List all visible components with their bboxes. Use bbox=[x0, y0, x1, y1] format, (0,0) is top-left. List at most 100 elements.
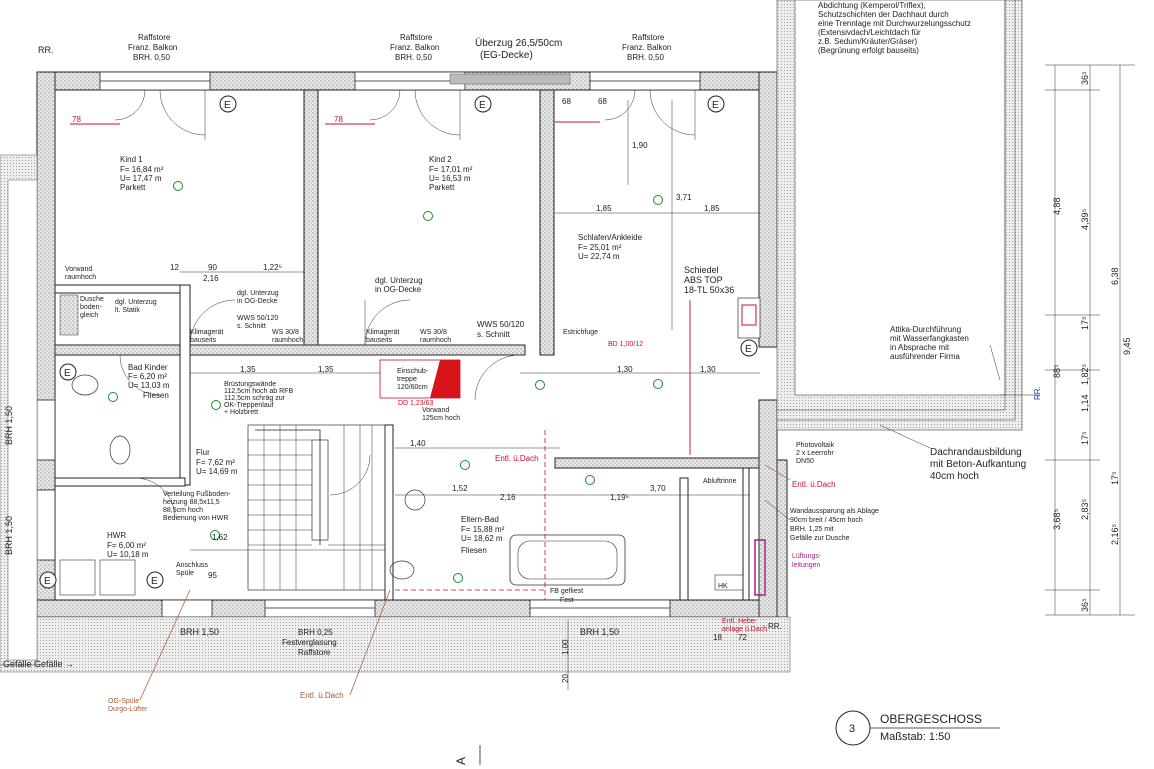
svg-text:E: E bbox=[745, 344, 752, 355]
svg-text:Spüle: Spüle bbox=[176, 570, 194, 577]
svg-text:E: E bbox=[44, 576, 51, 587]
roof-area bbox=[776, 0, 1040, 431]
svg-text:72: 72 bbox=[738, 633, 747, 642]
svg-text:anlage ü.Dach: anlage ü.Dach bbox=[722, 626, 767, 633]
svg-text:Dachrandausbildung: Dachrandausbildung bbox=[930, 447, 1022, 458]
svg-text:F= 17,01 m²: F= 17,01 m² bbox=[429, 165, 473, 174]
svg-text:WWS 50/120: WWS 50/120 bbox=[477, 320, 525, 329]
svg-text:OG-Spüle: OG-Spüle bbox=[108, 698, 139, 705]
svg-text:125cm hoch: 125cm hoch bbox=[422, 415, 460, 422]
svg-text:3,71: 3,71 bbox=[676, 193, 692, 202]
room-kind2: Kind 2 F= 17,01 m² U= 16,53 m Parkett bbox=[429, 155, 473, 192]
brh-label-1: BRH. 0,50 bbox=[133, 53, 170, 62]
svg-text:E: E bbox=[64, 368, 71, 379]
svg-text:WS 30/8: WS 30/8 bbox=[272, 329, 299, 336]
svg-text:2,16: 2,16 bbox=[203, 274, 219, 283]
svg-text:boden-: boden- bbox=[80, 304, 102, 311]
svg-text:HK: HK bbox=[718, 583, 728, 590]
svg-text:1,62: 1,62 bbox=[212, 533, 228, 542]
svg-text:bauseits: bauseits bbox=[190, 337, 217, 344]
svg-text:88,5cm hoch: 88,5cm hoch bbox=[163, 507, 203, 514]
svg-text:18: 18 bbox=[713, 633, 722, 642]
svg-text:Schutzschichten der Dachhaut d: Schutzschichten der Dachhaut durch bbox=[818, 10, 949, 19]
svg-text:20: 20 bbox=[561, 674, 570, 683]
svg-text:Vorwand: Vorwand bbox=[65, 266, 92, 273]
svg-text:Abluftrinne: Abluftrinne bbox=[703, 478, 737, 485]
annotation-labels: Vorwand raumhoch Dusche boden- gleich dg… bbox=[3, 45, 1042, 765]
svg-text:U= 17,47 m: U= 17,47 m bbox=[120, 174, 162, 183]
svg-text:BD 1,00/12: BD 1,00/12 bbox=[608, 341, 643, 348]
svg-text:Anschluss: Anschluss bbox=[176, 562, 208, 569]
svg-text:90cm breit / 45cm hoch: 90cm breit / 45cm hoch bbox=[790, 517, 863, 524]
svg-text:Bad Kinder: Bad Kinder bbox=[128, 363, 168, 372]
svg-text:in OG-Decke: in OG-Decke bbox=[375, 285, 422, 294]
windows-bottom bbox=[36, 399, 671, 618]
svg-text:88⁵: 88⁵ bbox=[1052, 364, 1062, 378]
svg-text:in Absprache mit: in Absprache mit bbox=[890, 343, 950, 352]
balkon-label-2: Franz. Balkon bbox=[390, 43, 439, 52]
svg-text:17⁵: 17⁵ bbox=[1080, 316, 1090, 330]
svg-text:RR.: RR. bbox=[768, 622, 782, 631]
svg-text:HWR: HWR bbox=[107, 531, 126, 540]
dimension-lines bbox=[70, 64, 1135, 765]
svg-text:1,30: 1,30 bbox=[700, 365, 716, 374]
svg-text:eine Trennlage mit Durchwurzel: eine Trennlage mit Durchwurzelungsschutz bbox=[818, 19, 971, 28]
svg-text:F= 16,84 m²: F= 16,84 m² bbox=[120, 165, 164, 174]
svg-text:Raffstore: Raffstore bbox=[298, 648, 331, 657]
svg-text:Klimagerät: Klimagerät bbox=[190, 329, 224, 336]
svg-text:leitungen: leitungen bbox=[792, 562, 821, 569]
svg-text:3,68⁵: 3,68⁵ bbox=[1052, 508, 1062, 530]
brh-left-2: BRH 1,50 bbox=[4, 516, 14, 555]
svg-text:90: 90 bbox=[208, 263, 217, 272]
svg-text:Attika-Durchführung: Attika-Durchführung bbox=[890, 325, 961, 334]
svg-text:F= 6,20 m²: F= 6,20 m² bbox=[128, 372, 167, 381]
svg-text:RR.: RR. bbox=[38, 45, 54, 55]
svg-text:U= 18,62 m: U= 18,62 m bbox=[461, 534, 503, 543]
svg-text:1,22⁵: 1,22⁵ bbox=[263, 263, 282, 272]
svg-text:raumhoch: raumhoch bbox=[272, 337, 303, 344]
svg-text:ABS TOP: ABS TOP bbox=[684, 275, 723, 285]
svg-text:Photovoltaik: Photovoltaik bbox=[796, 442, 835, 449]
e-marker-letters: E E E E E E E bbox=[44, 100, 752, 587]
svg-text:78: 78 bbox=[72, 115, 81, 124]
svg-text:ausführender Firma: ausführender Firma bbox=[890, 352, 960, 361]
svg-text:F= 25,01 m²: F= 25,01 m² bbox=[578, 243, 622, 252]
svg-text:17⁵: 17⁵ bbox=[1080, 431, 1090, 445]
svg-text:Entl. Hebe-: Entl. Hebe- bbox=[722, 618, 758, 625]
title-block bbox=[835, 710, 1000, 746]
drawing-title: OBERGESCHOSS bbox=[880, 712, 982, 726]
svg-text:E: E bbox=[224, 100, 231, 111]
svg-text:Estrichfuge: Estrichfuge bbox=[563, 329, 598, 336]
room-schlafen: Schlafen/Ankleide F= 25,01 m² U= 22,74 m bbox=[578, 233, 643, 261]
balkon-label-1: Franz. Balkon bbox=[128, 43, 177, 52]
svg-text:FB gefliest: FB gefliest bbox=[550, 588, 583, 595]
brh-bottom-right: BRH 1,50 bbox=[580, 627, 619, 637]
svg-text:heizung 88,5x11,5: heizung 88,5x11,5 bbox=[163, 499, 220, 506]
svg-text:1,30: 1,30 bbox=[617, 365, 633, 374]
raffstore-label-3: Raffstore bbox=[632, 33, 665, 42]
svg-text:Fest: Fest bbox=[560, 597, 574, 604]
svg-text:U= 16,53 m: U= 16,53 m bbox=[429, 174, 471, 183]
svg-text:s. Schnitt: s. Schnitt bbox=[237, 323, 266, 330]
svg-text:U= 14,69 m: U= 14,69 m bbox=[196, 467, 238, 476]
svg-text:lt. Statik: lt. Statik bbox=[115, 307, 140, 314]
svg-text:DD 1,23/63: DD 1,23/63 bbox=[398, 400, 434, 407]
svg-text:treppe: treppe bbox=[397, 376, 417, 383]
drawing-scale: Maßstab: 1:50 bbox=[880, 731, 950, 743]
svg-text:Wandaussparung als Ablage: Wandaussparung als Ablage bbox=[790, 508, 879, 515]
svg-text:1,85: 1,85 bbox=[596, 204, 612, 213]
svg-text:Schiedel: Schiedel bbox=[684, 265, 719, 275]
svg-text:dgl. Unterzug: dgl. Unterzug bbox=[237, 290, 279, 297]
svg-text:WWS 50/120: WWS 50/120 bbox=[237, 315, 278, 322]
svg-text:Parkett: Parkett bbox=[120, 183, 146, 192]
svg-text:78: 78 bbox=[334, 115, 343, 124]
svg-text:Fliesen: Fliesen bbox=[143, 391, 169, 400]
light-symbols bbox=[108, 181, 663, 583]
svg-text:U= 13,03 m: U= 13,03 m bbox=[128, 381, 170, 390]
entl-dach-bottom: Entl. ü.Dach bbox=[300, 691, 344, 700]
raffstore-label-2: Raffstore bbox=[400, 33, 433, 42]
svg-text:1,52: 1,52 bbox=[452, 484, 468, 493]
raffstore-label-1: Raffstore bbox=[138, 33, 171, 42]
ueberzug-label: Überzug 26,5/50cm bbox=[475, 37, 562, 49]
